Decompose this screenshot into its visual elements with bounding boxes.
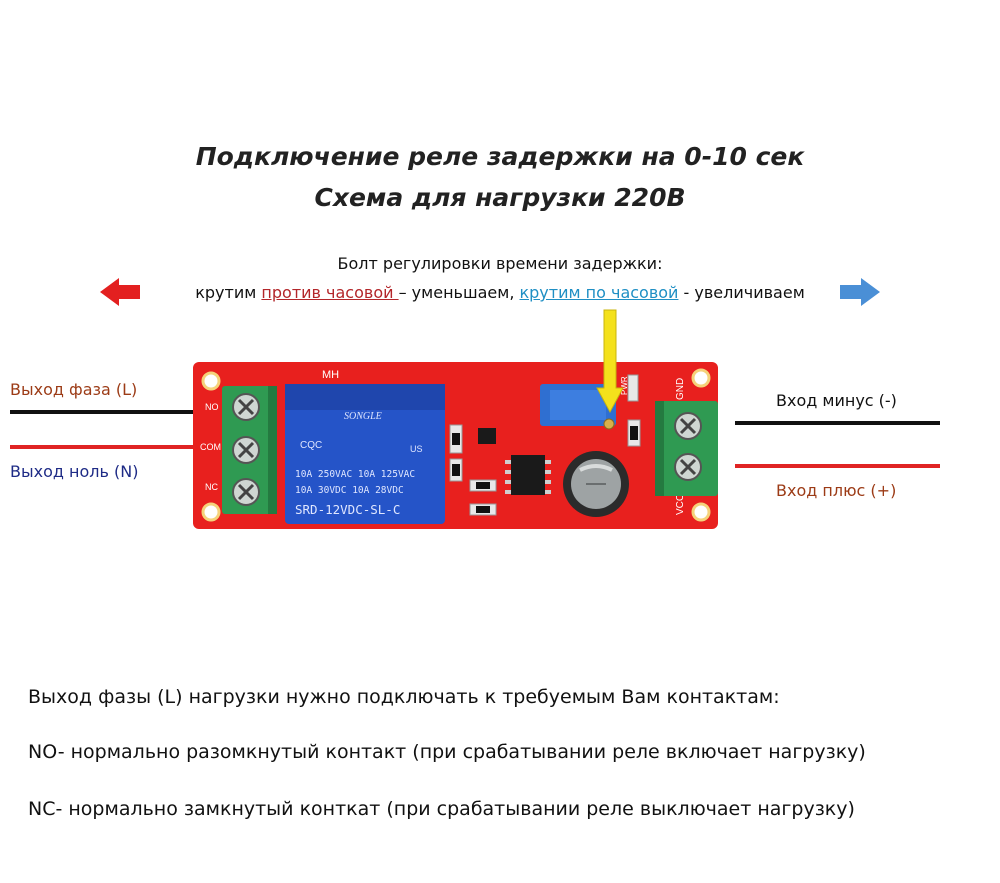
relay-us: US [410, 444, 423, 454]
pointer-arrow-icon [596, 309, 624, 414]
label-minus-input: Вход минус (-) [776, 391, 897, 410]
diagram-title-line1: Подключение реле задержки на 0-10 сек [195, 142, 805, 171]
delay-potentiometer [540, 384, 616, 430]
screw-gnd-icon [674, 412, 702, 440]
label-plus-input: Вход плюс (+) [776, 481, 897, 500]
relay-top-band [285, 384, 445, 410]
relay-model: SRD-12VDC-SL-C [295, 502, 400, 517]
label-pwr: PWR [620, 376, 629, 395]
input-terminal-side [655, 401, 664, 496]
relay-brand: SONGLE [344, 411, 382, 422]
mount-hole-tl [201, 371, 221, 391]
hint-clockwise: крутим по часовой [519, 283, 679, 302]
screw-nc-icon [232, 478, 260, 506]
relay-spec1: 10A 250VAC 10A 125VAC [295, 469, 415, 480]
label-vcc: VCC [675, 494, 686, 515]
screw-no-icon [232, 393, 260, 421]
label-no: NO [205, 402, 219, 412]
relay-spec2: 10A 30VDC 10A 28VDC [295, 485, 404, 496]
arrow-right-icon [840, 278, 880, 306]
relay-body [285, 384, 445, 524]
smd-resistor-2-body [452, 464, 460, 476]
mount-hole-bl [201, 502, 221, 522]
screw-vcc-icon [674, 453, 702, 481]
terminal-side [268, 386, 277, 514]
smd-pwr-led [627, 374, 639, 402]
label-phase-output: Выход фаза (L) [10, 380, 138, 399]
hint-suffix: - увеличиваем [678, 283, 805, 302]
adjust-bolt-instructions: крутим против часовой – уменьшаем, крути… [0, 283, 1000, 302]
note-normally-closed: NC- нормально замкнутый конткат (при сра… [28, 798, 855, 820]
label-neutral-output: Выход ноль (N) [10, 462, 139, 481]
hint-middle: – уменьшаем, [398, 283, 520, 302]
hint-counterclockwise: против часовой [261, 283, 399, 302]
arrow-left-icon [100, 278, 140, 306]
hint-prefix: крутим [195, 283, 262, 302]
label-com: COM [200, 442, 221, 452]
smd-pwr-resistor-body [630, 426, 638, 440]
note-normally-open: NO- нормально разомкнутый контакт (при с… [28, 741, 866, 763]
relay-cqc: CQC [300, 440, 322, 451]
smd-resistor-3-body [476, 482, 490, 489]
mount-hole-br [691, 502, 711, 522]
adjust-bolt-caption: Болт регулировки времени задержки: [337, 254, 663, 273]
label-gnd: GND [675, 378, 686, 400]
input-terminal-block [655, 401, 718, 496]
timer-ic-chip [505, 455, 551, 495]
note-phase-wiring: Выход фазы (L) нагрузки нужно подключать… [28, 686, 780, 708]
smd-resistor-1-body [452, 433, 460, 445]
screw-com-icon [232, 436, 260, 464]
smd-transistor [478, 428, 496, 444]
label-mh: MH [322, 369, 339, 381]
mount-hole-tr [691, 368, 711, 388]
smd-resistor-4-body [476, 506, 490, 513]
electrolytic-capacitor [563, 451, 629, 517]
label-nc: NC [205, 482, 218, 492]
diagram-title-line2: Схема для нагрузки 220В [314, 183, 686, 212]
